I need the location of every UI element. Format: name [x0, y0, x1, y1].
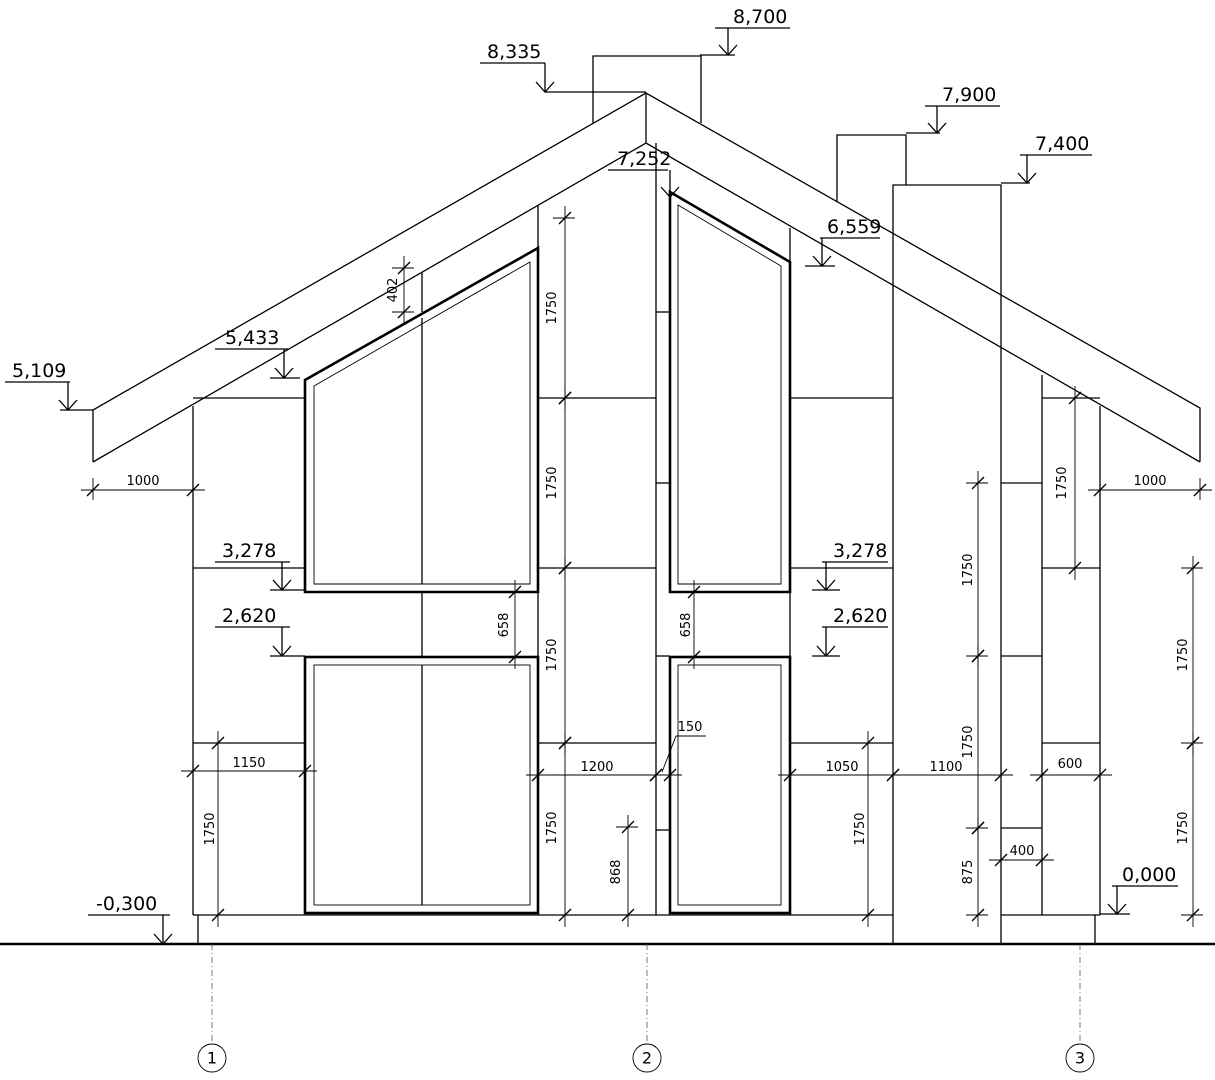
axis-label: 2 [642, 1049, 652, 1068]
level-label: 2,620 [222, 605, 276, 627]
axis-label: 3 [1075, 1049, 1085, 1068]
grid-axis-3: 3 [1065, 944, 1095, 1073]
chimney-pilaster [892, 184, 1002, 944]
dimension: 1100 [881, 760, 1013, 785]
level-marker: 8,335 [480, 41, 646, 93]
level-label: 6,559 [827, 216, 881, 238]
dimension-label: 875 [961, 860, 976, 885]
level-label: 8,335 [487, 41, 541, 63]
level-label: 7,900 [942, 84, 996, 106]
dimension-label: 1050 [825, 760, 858, 775]
level-label: 5,433 [225, 327, 279, 349]
dimension-label: 1750 [961, 725, 976, 758]
level-marker: 7,400 [1001, 133, 1092, 184]
building-outline [0, 55, 1215, 946]
dimension-label: 868 [609, 860, 624, 885]
level-label: 8,700 [733, 6, 787, 28]
dimension: 150 [644, 720, 702, 785]
dimension-label: 402 [386, 278, 401, 303]
level-label: 2,620 [833, 605, 887, 627]
dimension-label: 1750 [1176, 638, 1191, 671]
dimension-label: 1750 [1055, 466, 1070, 499]
axis-label: 1 [207, 1049, 217, 1068]
dimension-label: 1750 [203, 812, 218, 845]
level-markers: 8,700 8,335 7,900 7,400 7,252 6,559 5,433 5,109… [5, 6, 1178, 945]
dimension: 1750 [853, 731, 878, 927]
level-marker: 0,000 [1100, 864, 1178, 915]
dimension-label: 1750 [853, 812, 868, 845]
level-marker: 2,620 [215, 605, 305, 657]
dimension: 1050 [778, 760, 905, 785]
dimension: 600 [1030, 757, 1112, 785]
level-label: 0,000 [1122, 864, 1176, 886]
dimension-lines: 1000 1000 1150 1200 150 1050 1100 600 400 402 1750… [81, 206, 1212, 927]
level-marker: 3,278 [215, 540, 305, 591]
dimension-label: 400 [1010, 844, 1035, 859]
dimension: 875 [961, 816, 988, 927]
dimension: 400 [989, 844, 1054, 870]
level-marker: 6,559 [805, 216, 881, 267]
dimension-label: 1750 [545, 466, 560, 499]
window-left [303, 245, 540, 915]
level-marker: 7,252 [608, 148, 680, 198]
level-label: 3,278 [833, 540, 887, 562]
dimension: 658 [497, 580, 525, 669]
dimension: 1200 [526, 760, 668, 785]
dimension: 1750 [961, 471, 988, 668]
dimension-label: 1150 [232, 756, 265, 771]
dimension: 1750 [1176, 556, 1203, 755]
dimension-label: 1200 [580, 760, 613, 775]
dimension-label: 150 [678, 720, 703, 735]
dimension: 1750 [545, 206, 575, 410]
dimension: 1750 [203, 731, 228, 927]
dimension: 1750 [545, 386, 575, 580]
dimension-label: 1000 [1133, 474, 1166, 489]
grid-axes: 1 2 3 [197, 944, 1095, 1073]
level-label: 3,278 [222, 540, 276, 562]
level-marker: 5,109 [5, 360, 93, 411]
level-label: 7,252 [617, 148, 671, 170]
dimension: 402 [386, 256, 414, 324]
level-arrow-icon [660, 186, 680, 198]
dimension: 1750 [1176, 731, 1203, 927]
level-marker: 5,433 [215, 327, 300, 379]
dimension: 1750 [545, 556, 575, 755]
dimension-label: 1750 [545, 638, 560, 671]
dimension: 1750 [545, 731, 575, 927]
dimension-label: 1750 [961, 553, 976, 586]
dimension-label: 658 [497, 613, 512, 638]
dimension-label: 1750 [1176, 811, 1191, 844]
level-marker: 7,900 [906, 84, 1000, 134]
dimension-label: 658 [679, 613, 694, 638]
dimension-label: 1750 [545, 291, 560, 324]
roof-inner [92, 142, 1201, 463]
dimension: 868 [609, 815, 638, 927]
chimney-secondary [836, 134, 907, 202]
dimension: 1750 [1055, 386, 1085, 580]
grid-axis-1: 1 [197, 944, 227, 1073]
grid-axis-2: 2 [632, 944, 662, 1073]
level-label: -0,300 [96, 893, 157, 915]
dimension: 1750 [961, 644, 988, 840]
dimension: 658 [679, 580, 704, 669]
dimension-label: 1000 [126, 474, 159, 489]
dimension-label: 1750 [545, 811, 560, 844]
level-marker: 8,700 [700, 6, 790, 56]
dimension: 1000 [1088, 474, 1212, 500]
level-marker: 2,620 [812, 605, 888, 657]
window-right [668, 189, 792, 915]
dimension-label: 600 [1058, 757, 1083, 772]
level-marker: 3,278 [812, 540, 888, 591]
dimension-label: 1100 [929, 760, 962, 775]
dimension: 1000 [81, 474, 205, 500]
level-label: 7,400 [1035, 133, 1089, 155]
level-marker: -0,300 [88, 893, 180, 945]
level-label: 5,109 [12, 360, 66, 382]
dimension: 1150 [181, 756, 317, 781]
chimney-main [592, 55, 702, 123]
